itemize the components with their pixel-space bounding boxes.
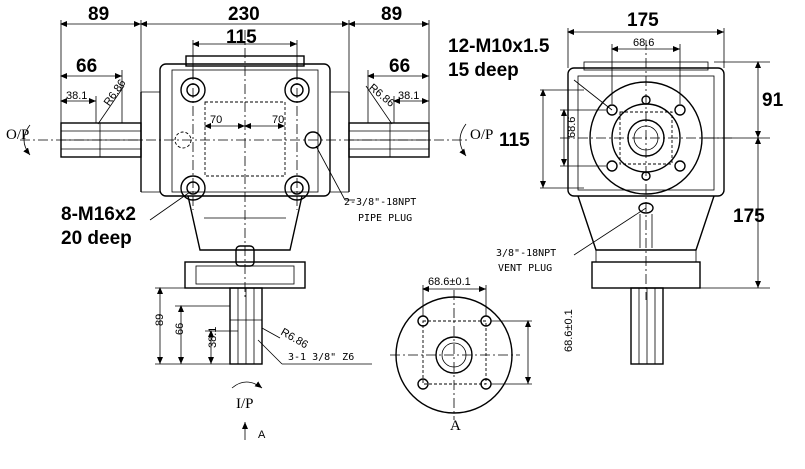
input-label: I/P xyxy=(236,396,254,412)
dim-bottom-radius: R6.86 xyxy=(279,326,310,351)
dim-top-bolt-spacing: 115 xyxy=(226,27,257,48)
dim-bottom-66: 66 xyxy=(174,323,186,335)
dim-left-shaft: 89 xyxy=(88,4,109,25)
dim-hole-right-70: 70 xyxy=(272,114,284,126)
side-dim-68: 68.6 xyxy=(566,117,578,138)
front-view xyxy=(20,20,470,440)
output-right-label: O/P xyxy=(470,127,493,143)
vent-plug-spec: 3/8"-18NPT xyxy=(496,248,556,259)
view-arrow-label: A xyxy=(258,429,266,441)
side-bolt-spec: 12-M10x1.5 xyxy=(448,36,550,57)
dim-right-38: 38.1 xyxy=(398,90,419,102)
dim-right-shaft: 89 xyxy=(381,4,402,25)
dim-hole-left-70: 70 xyxy=(210,114,222,126)
view-a-flange xyxy=(390,285,532,420)
dim-bottom-38: 38.1 xyxy=(207,327,219,348)
dim-right-66: 66 xyxy=(389,56,410,77)
input-shaft xyxy=(229,287,263,365)
rotation-left-icon xyxy=(23,124,31,156)
rotation-input-icon xyxy=(231,381,263,389)
dim-right-radius: R6.86 xyxy=(366,82,396,110)
side-dim-91: 91 xyxy=(762,90,784,111)
dim-overall-width: 230 xyxy=(228,4,260,25)
left-output-shaft xyxy=(60,122,142,158)
dim-left-radius: R6.86 xyxy=(102,77,129,108)
side-dim-175: 175 xyxy=(733,206,765,227)
side-bolt-depth: 15 deep xyxy=(448,60,519,81)
output-left-label: O/P xyxy=(6,127,29,143)
dim-left-38: 38.1 xyxy=(66,90,87,102)
front-bolt-spec: 8-M16x2 xyxy=(61,204,136,225)
side-width-dim: 175 xyxy=(627,10,659,31)
dim-left-66: 66 xyxy=(76,56,97,77)
front-bolt-depth: 20 deep xyxy=(61,228,132,249)
side-flange-dim: 68.6 xyxy=(633,37,654,49)
flange-right-dim: 68.6±0.1 xyxy=(563,309,575,352)
spline-spec: 3-1 3/8" Z6 xyxy=(288,352,354,363)
side-dim-115: 115 xyxy=(499,130,530,151)
pipe-plug-label: PIPE PLUG xyxy=(358,213,412,224)
right-output-shaft xyxy=(348,122,430,158)
front-neck xyxy=(187,195,303,251)
rotation-right-icon xyxy=(459,123,467,157)
dim-bottom-89: 89 xyxy=(154,314,166,326)
view-label: A xyxy=(450,418,461,434)
pipe-plug-spec: 2-3/8"-18NPT xyxy=(344,197,416,208)
side-view xyxy=(540,28,770,365)
vent-plug-label: VENT PLUG xyxy=(498,263,552,274)
flange-top-dim: 68.6±0.1 xyxy=(428,276,471,288)
